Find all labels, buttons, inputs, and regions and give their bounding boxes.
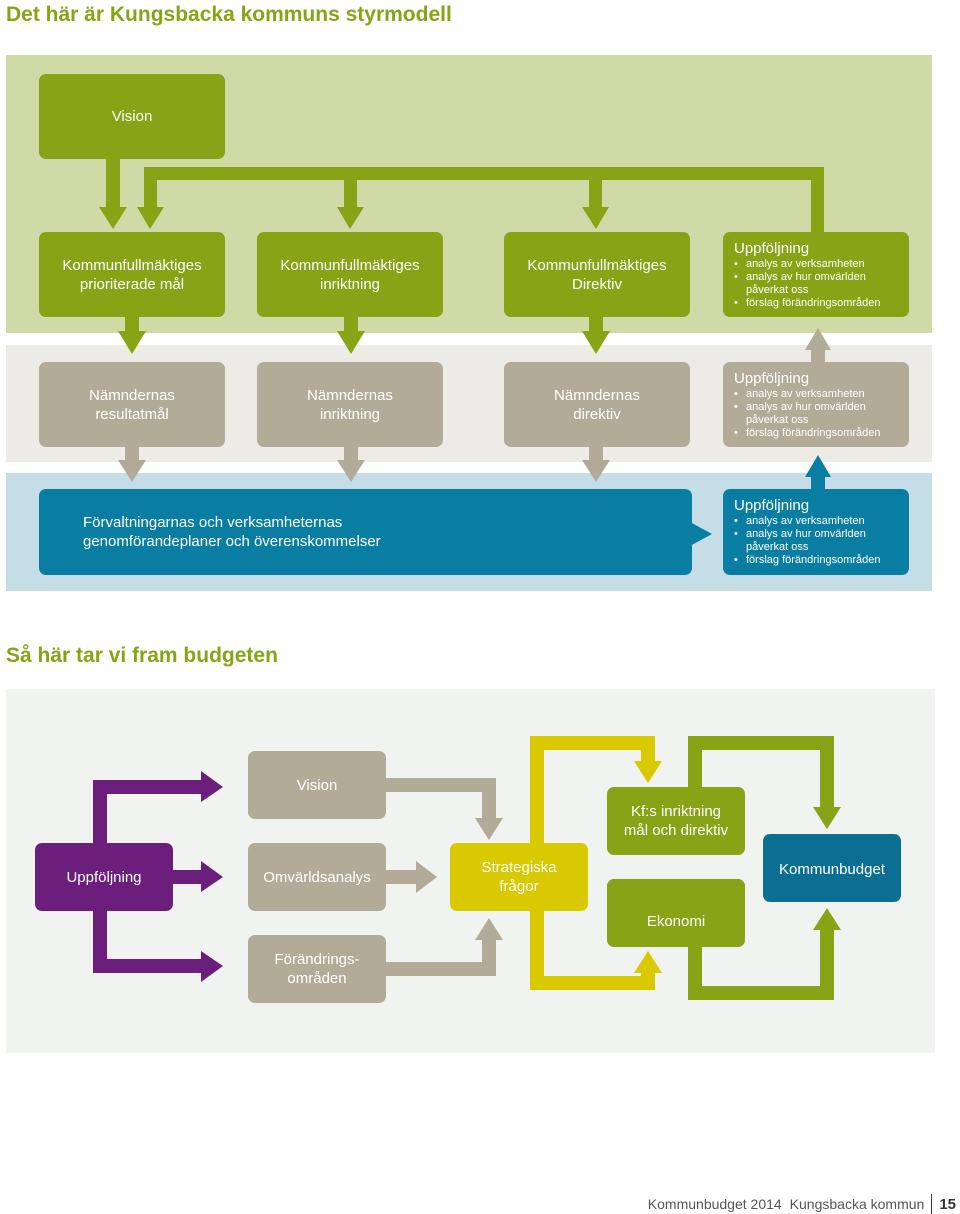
uppfoljning-feedback-bar (144, 167, 824, 180)
uppfoljning-up-stem (811, 167, 824, 232)
down-arrowhead (337, 460, 365, 482)
uppfoljning-item: analys av verksamheten (734, 388, 909, 401)
strategiska-fragor-label: Strategiska frågor (481, 859, 557, 895)
down-arrowhead (337, 207, 364, 229)
omvarldsanalys-box: Omvärldsanalys (248, 843, 386, 911)
right-arrowhead (201, 951, 223, 982)
uppfoljning-list: analys av verksamheten analys av hur omv… (734, 258, 909, 310)
uppfoljning-list: analys av verksamheten analys av hur omv… (734, 515, 909, 567)
ekonomi-label: Ekonomi (646, 912, 706, 930)
down-arrowhead (475, 818, 503, 840)
namnder-resultatmal-box: Nämndernas resultatmål (39, 362, 225, 447)
uppfoljning-namnder-box: Uppföljning analys av verksamheten analy… (723, 362, 909, 447)
kommunbudget-label: Kommunbudget (779, 861, 885, 878)
up-arrowhead (813, 908, 841, 930)
right-arrowhead (201, 771, 223, 802)
footer-municipality: Kungsbacka kommun (789, 1196, 925, 1212)
vision-down-arrow (106, 158, 120, 208)
down-arrowhead (813, 807, 841, 829)
down-arrowhead (337, 331, 365, 354)
ekonomi-box: Ekonomi (607, 879, 745, 947)
right-arrowhead (690, 522, 712, 546)
vision-label: Vision (111, 108, 153, 125)
styrmodell-arrows (99, 158, 831, 546)
up-arrowhead (805, 328, 831, 350)
kf-direktiv-box: Kommunfullmäktiges Direktiv (504, 232, 690, 317)
footer-publication: Kommunbudget 2014 (647, 1196, 782, 1212)
right-arrowhead (201, 861, 223, 892)
uppfoljning-item: förslag förändringsområden (734, 297, 909, 310)
namnder-direktiv-label: Nämndernas direktiv (554, 386, 640, 423)
namnder-inriktning-box: Nämndernas inriktning (257, 362, 443, 447)
kommunbudget-box: Kommunbudget (763, 834, 901, 902)
down-arrowhead (582, 331, 610, 354)
right-arrowhead (416, 861, 437, 893)
budget-vision-label: Vision (296, 776, 338, 794)
uppfoljning-item: analys av hur omvärlden påverkat oss (734, 528, 896, 554)
footer: Kommunbudget 2014 Kungsbacka kommun 15 (648, 1194, 956, 1214)
uppfoljning-title: Uppföljning (734, 497, 810, 514)
omvarldsanalys-label: Omvärldsanalys (263, 868, 371, 886)
vision-box: Vision (39, 74, 225, 159)
kf-direktiv-label: Kommunfullmäktiges Direktiv (527, 256, 667, 293)
page-title: Det här är Kungsbacka kommuns styrmodell (6, 3, 452, 26)
namnder-resultatmal-label: Nämndernas resultatmål (89, 386, 175, 423)
forandringsomraden-box: Förändrings- områden (248, 935, 386, 1003)
forvaltning-planer-label: Förvaltningarnas och verksamheternas gen… (83, 514, 381, 550)
kf-inriktning-label: Kommunfullmäktiges inriktning (280, 256, 420, 293)
uppfoljning-kf-box: Uppföljning analys av verksamheten analy… (723, 232, 909, 317)
up-arrowhead (475, 918, 503, 940)
budget-uppfoljning-label: Uppföljning (66, 868, 142, 886)
down-arrowhead (118, 331, 146, 354)
forandringsomraden-label: Förändrings- områden (274, 951, 360, 987)
down-arrowhead (118, 460, 146, 482)
section-title: Så här tar vi fram budgeten (6, 644, 278, 667)
budget-uppfoljning-box: Uppföljning (35, 843, 173, 911)
uppfoljning-item: analys av hur omvärlden påverkat oss (734, 271, 896, 297)
kf-inriktning-box: Kommunfullmäktiges inriktning (257, 232, 443, 317)
down-arrowhead (582, 460, 610, 482)
uppfoljning-item: analys av hur omvärlden påverkat oss (734, 401, 896, 427)
down-arrowhead (634, 761, 662, 783)
kf-prioriterade-mal-label: Kommunfullmäktiges prioriterade mål (62, 256, 202, 293)
up-arrowhead (805, 455, 831, 477)
uppfoljning-list: analys av verksamheten analys av hur omv… (734, 388, 909, 440)
kf-inriktning-mal-direktiv-box: Kf:s inriktning mål och direktiv (607, 787, 745, 855)
budget-vision-box: Vision (248, 751, 386, 819)
down-arrowhead (582, 207, 609, 229)
strategiska-fragor-box: Strategiska frågor (450, 843, 588, 911)
uppfoljning-title: Uppföljning (734, 369, 810, 387)
forvaltning-planer-box: Förvaltningarnas och verksamheternas gen… (39, 489, 692, 575)
uppfoljning-item: förslag förändringsområden (734, 554, 909, 567)
namnder-inriktning-label: Nämndernas inriktning (307, 386, 393, 423)
uppfoljning-item: analys av verksamheten (734, 515, 909, 528)
uppfoljning-title: Uppföljning (734, 239, 810, 257)
page-number: 15 (939, 1195, 956, 1213)
vision-down-arrowhead (99, 207, 127, 229)
uppfoljning-item: analys av verksamheten (734, 258, 909, 271)
footer-divider (931, 1194, 933, 1214)
down-arrowhead (137, 207, 164, 229)
uppfoljning-item: förslag förändringsområden (734, 427, 909, 440)
kf-inriktning-mal-direktiv-label: Kf:s inriktning mål och direktiv (623, 803, 729, 839)
namnder-direktiv-box: Nämndernas direktiv (504, 362, 690, 447)
up-arrowhead (634, 951, 662, 973)
kf-prioriterade-mal-box: Kommunfullmäktiges prioriterade mål (39, 232, 225, 317)
uppfoljning-forvaltning-box: Uppföljning analys av verksamheten analy… (723, 489, 909, 575)
